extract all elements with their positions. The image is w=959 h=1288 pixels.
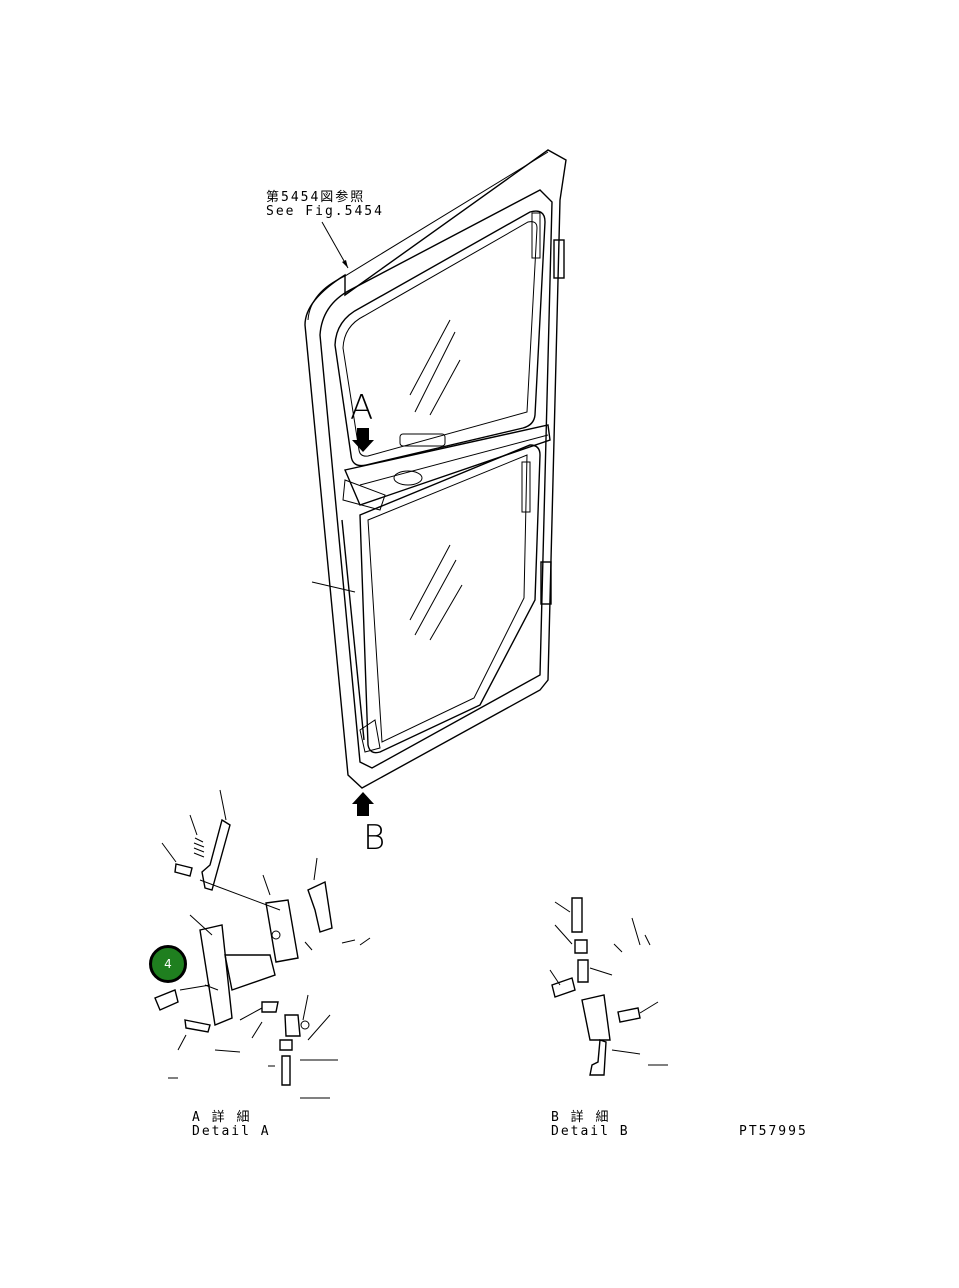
drawing-code: PT57995: [739, 1124, 808, 1139]
door-frame: [304, 149, 567, 789]
detail-a-parts: [154, 789, 371, 1099]
detail-b-title-jp: B 詳 細: [551, 1110, 611, 1125]
reference-leader: [321, 221, 349, 269]
view-label-a: A: [350, 388, 374, 428]
detail-a-title-jp: A 詳 細: [192, 1110, 252, 1125]
reference-note-jp: 第5454図参照: [266, 190, 366, 205]
detail-a-title-en: Detail A: [192, 1124, 271, 1139]
view-arrow-b: [352, 792, 374, 816]
part-callout-badge[interactable]: 4: [149, 945, 187, 983]
reference-note-en: See Fig.5454: [266, 204, 384, 219]
view-label-b: B: [363, 818, 386, 858]
detail-b-parts: [549, 897, 668, 1076]
view-arrow-a: [352, 428, 374, 452]
detail-b-title-en: Detail B: [551, 1124, 630, 1139]
